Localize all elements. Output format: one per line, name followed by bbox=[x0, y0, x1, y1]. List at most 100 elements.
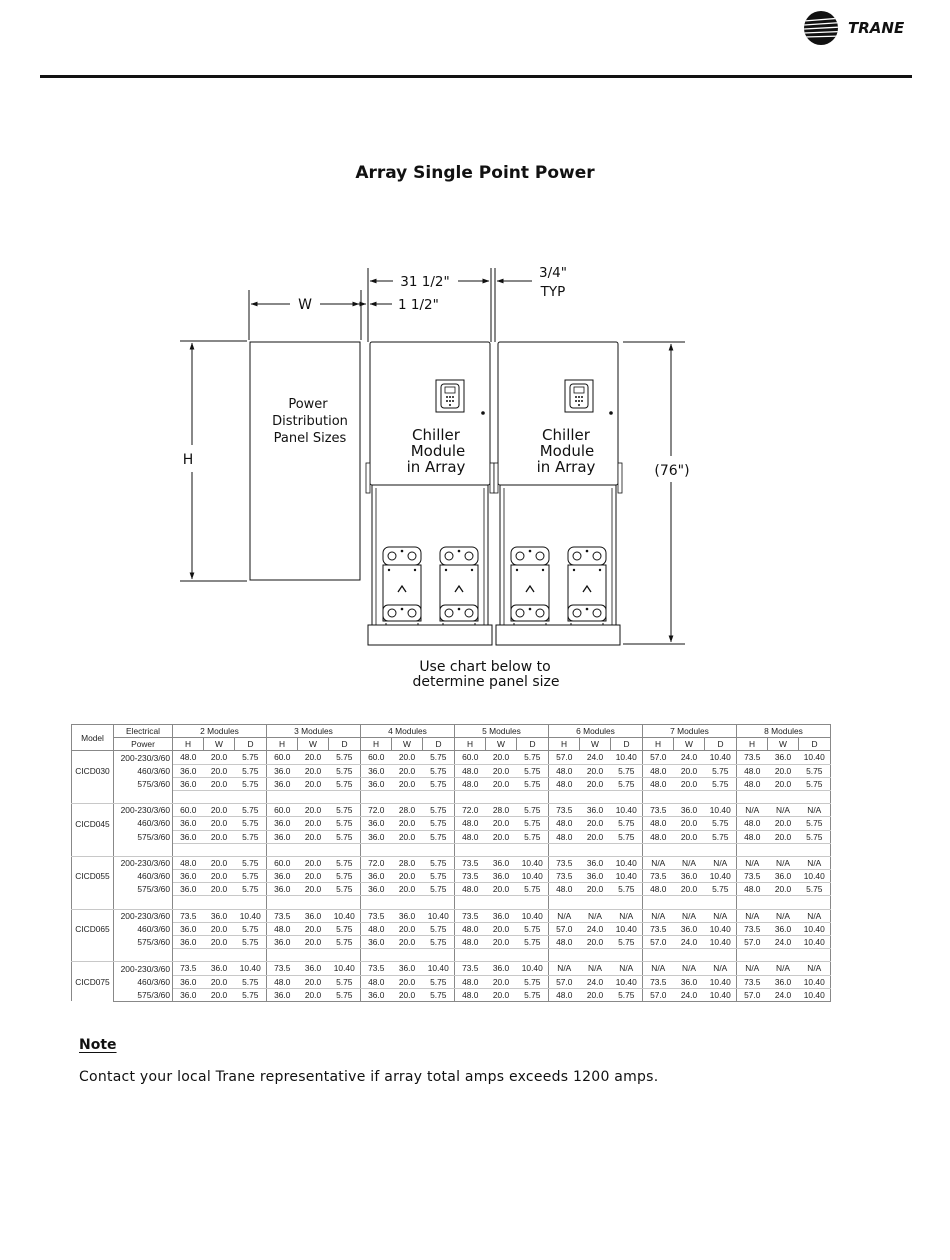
voltage-cell: 575/3/60 bbox=[113, 935, 173, 949]
spacer-cell bbox=[485, 948, 517, 963]
value-cell: 20.0 bbox=[485, 750, 517, 765]
value-cell: 10.40 bbox=[610, 856, 643, 871]
spacer-cell bbox=[328, 843, 361, 857]
value-cell: 60.0 bbox=[172, 803, 204, 818]
chiller-module-1: Chiller Module in Array bbox=[365, 341, 495, 646]
value-cell: 48.0 bbox=[454, 764, 486, 778]
spacer-cell bbox=[548, 948, 580, 963]
value-cell: 20.0 bbox=[673, 816, 705, 831]
value-cell: 5.75 bbox=[234, 856, 267, 871]
value-cell: 36.0 bbox=[579, 803, 611, 818]
spacer-cell bbox=[548, 843, 580, 857]
value-cell: 73.5 bbox=[642, 975, 674, 989]
value-cell: 20.0 bbox=[485, 777, 517, 791]
value-cell: 36.0 bbox=[767, 869, 799, 884]
spacer-cell bbox=[673, 895, 705, 910]
module-1-label-line2: Module bbox=[411, 442, 466, 460]
value-cell: N/A bbox=[767, 961, 799, 976]
value-cell: 20.0 bbox=[391, 922, 423, 937]
voltage-cell: 460/3/60 bbox=[113, 975, 173, 989]
value-cell: 24.0 bbox=[579, 750, 611, 765]
model-cell: CICD030 bbox=[71, 750, 114, 791]
value-cell: 5.75 bbox=[516, 922, 549, 937]
value-cell: 5.75 bbox=[798, 764, 831, 778]
value-cell: 20.0 bbox=[391, 988, 423, 1002]
value-cell: 36.0 bbox=[297, 961, 329, 976]
spacer-cell bbox=[485, 895, 517, 910]
module-2-label-line1: Chiller bbox=[542, 426, 591, 444]
value-cell: N/A bbox=[704, 856, 737, 871]
value-cell: 10.40 bbox=[516, 856, 549, 871]
value-cell: 5.75 bbox=[798, 882, 831, 897]
value-cell: 5.75 bbox=[328, 975, 361, 989]
voltage-cell: 575/3/60 bbox=[113, 882, 173, 896]
sub-header: D bbox=[704, 737, 737, 752]
value-cell: N/A bbox=[798, 961, 831, 976]
value-cell: N/A bbox=[704, 909, 737, 923]
value-cell: 36.0 bbox=[673, 803, 705, 818]
value-cell: 5.75 bbox=[328, 882, 361, 897]
value-cell: 10.40 bbox=[798, 975, 831, 989]
value-cell: 20.0 bbox=[485, 830, 517, 844]
page-title: Array Single Point Power bbox=[355, 163, 595, 183]
value-cell: 20.0 bbox=[579, 935, 611, 950]
value-cell: 36.0 bbox=[266, 882, 298, 897]
value-cell: 20.0 bbox=[485, 975, 517, 989]
value-cell: 48.0 bbox=[360, 975, 392, 989]
spacer-cell bbox=[203, 790, 235, 805]
value-cell: 20.0 bbox=[203, 935, 235, 950]
value-cell: 5.75 bbox=[234, 803, 267, 818]
value-cell: 36.0 bbox=[360, 869, 392, 884]
value-cell: 5.75 bbox=[234, 935, 267, 950]
value-cell: 24.0 bbox=[673, 935, 705, 950]
value-cell: 57.0 bbox=[736, 988, 768, 1002]
sub-header: W bbox=[673, 737, 705, 752]
sub-header: D bbox=[234, 737, 267, 752]
spacer-cell bbox=[297, 790, 329, 805]
spacer-cell bbox=[328, 790, 361, 805]
spacer-cell bbox=[454, 843, 486, 857]
value-cell: 48.0 bbox=[360, 922, 392, 937]
value-cell: 57.0 bbox=[642, 988, 674, 1002]
value-cell: 73.5 bbox=[548, 803, 580, 818]
sub-header: H bbox=[172, 737, 204, 752]
value-cell: 28.0 bbox=[485, 803, 517, 818]
value-cell: 10.40 bbox=[704, 988, 737, 1002]
value-cell: 36.0 bbox=[485, 909, 517, 923]
spacer-cell bbox=[113, 948, 173, 963]
value-cell: 20.0 bbox=[579, 988, 611, 1002]
value-cell: 5.75 bbox=[328, 922, 361, 937]
height-dimension: H bbox=[180, 340, 247, 582]
module-width-label: 31 1/2" bbox=[400, 274, 449, 290]
value-cell: 20.0 bbox=[485, 764, 517, 778]
value-cell: 5.75 bbox=[422, 882, 455, 897]
voltage-cell: 200-230/3/60 bbox=[113, 803, 173, 817]
spacer-cell bbox=[736, 948, 768, 963]
panel-label-line3: Panel Sizes bbox=[274, 431, 347, 446]
value-cell: 36.0 bbox=[767, 922, 799, 937]
value-cell: 20.0 bbox=[391, 816, 423, 831]
voltage-cell: 460/3/60 bbox=[113, 922, 173, 936]
spacer-cell bbox=[767, 790, 799, 805]
spacer-cell bbox=[673, 790, 705, 805]
spacer-cell bbox=[328, 895, 361, 910]
value-cell: 10.40 bbox=[610, 803, 643, 818]
spacer-cell bbox=[610, 895, 643, 910]
module-height-dimension: (76") bbox=[623, 341, 690, 645]
value-cell: 20.0 bbox=[297, 816, 329, 831]
spacer-cell bbox=[642, 843, 674, 857]
value-cell: 5.75 bbox=[234, 750, 267, 765]
value-cell: 48.0 bbox=[548, 777, 580, 791]
value-cell: 10.40 bbox=[516, 909, 549, 923]
spacer-cell bbox=[642, 895, 674, 910]
value-cell: 24.0 bbox=[767, 988, 799, 1002]
spacer-cell bbox=[360, 948, 392, 963]
value-cell: 20.0 bbox=[297, 777, 329, 791]
value-cell: 60.0 bbox=[454, 750, 486, 765]
